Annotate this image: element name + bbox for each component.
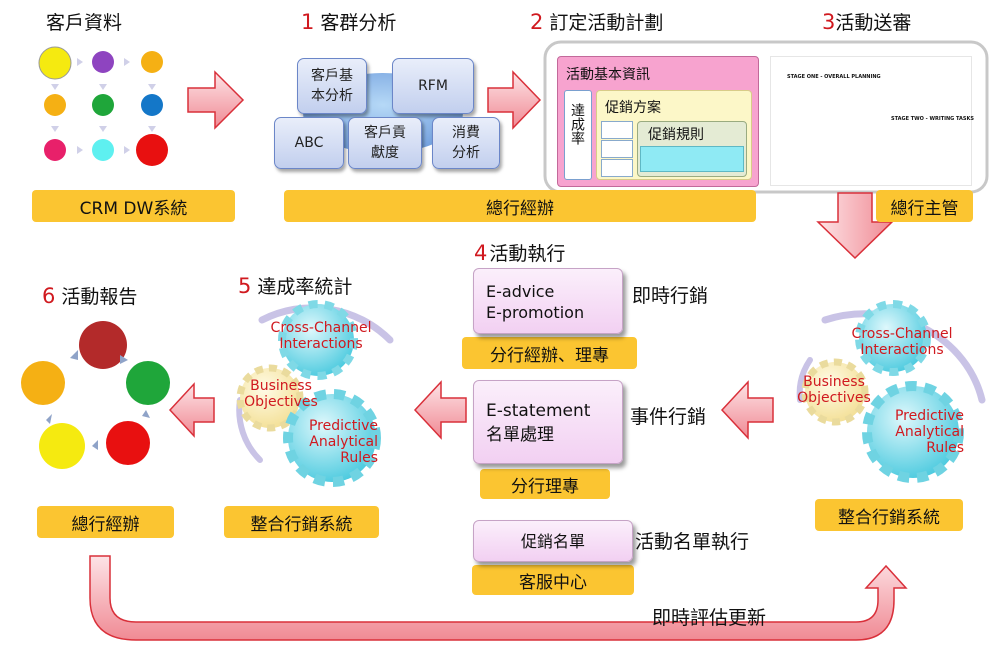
bar-branch-specialist: 分行理專 (480, 469, 610, 499)
bar-hq-handler-top: 總行經辦 (284, 190, 756, 222)
gear-icon (801, 358, 869, 426)
step3-number: 3 (822, 10, 836, 34)
gear-icon (862, 381, 964, 483)
report-dot-red (106, 421, 150, 465)
step2-label: 訂定活動計劃 (549, 12, 664, 34)
exec-realtime-label: 即時行銷 (632, 285, 709, 307)
gear-left-business: Business Objectives (244, 378, 318, 410)
plan-achievement-label: 達成率 (569, 103, 585, 145)
gear-cluster-right (796, 300, 986, 483)
dot-cyan (92, 139, 114, 161)
bar-crm-dw: CRM DW系統 (32, 190, 235, 222)
arrow-right-1 (187, 70, 245, 130)
review-document: STAGE ONE - OVERALL PLANNING STAGE TWO -… (770, 56, 974, 186)
report-dot-darkred (79, 321, 127, 369)
review-stage1-label: STAGE ONE - OVERALL PLANNING (787, 74, 881, 80)
seg-contribution: 客戶貢 獻度 (348, 117, 422, 169)
gear-cluster-left (236, 300, 394, 487)
step1-number: 1 (301, 10, 315, 34)
plan-rule-label: 促銷規則 (648, 127, 704, 143)
plan-slot (601, 159, 633, 177)
dot-pink (44, 139, 66, 161)
step1-label: 客群分析 (320, 12, 397, 34)
report-dot-orange (21, 361, 65, 405)
arrow-left-event (720, 380, 774, 440)
plan-promo-label: 促銷方案 (605, 100, 661, 116)
plan-container: 活動基本資訊 達成率 促銷方案 促銷規則 (557, 56, 759, 187)
exec-promo-list-box: 促銷名單 (473, 520, 633, 562)
bar-integrated-right: 整合行銷系統 (815, 499, 963, 531)
step3-title: 3活動送審 (822, 8, 911, 35)
customer-dots (38, 46, 168, 166)
arrow-down-supervisor (816, 192, 894, 260)
exec-eadvice-box: E-advice E-promotion (473, 268, 623, 334)
feedback-arrow (89, 555, 908, 641)
step5-label: 達成率統計 (257, 276, 353, 298)
customer-data-title: 客戶資料 (46, 12, 123, 34)
plan-promo-box: 促銷方案 促銷規則 (596, 90, 752, 180)
dot-purple (92, 51, 114, 73)
dot-red-large (136, 134, 168, 166)
plan-basic-info-label: 活動基本資訊 (566, 67, 650, 83)
plan-achievement-box: 達成率 (564, 90, 592, 180)
seg-consumption: 消費 分析 (432, 117, 500, 169)
review-stage2-label: STAGE TWO - WRITING TASKS (891, 116, 974, 122)
arrow-left-stats (413, 380, 467, 440)
gear-left-cross-channel: Cross-Channel Interactions (270, 320, 372, 352)
exec-event-label: 事件行銷 (630, 406, 707, 428)
step3-label: 活動送審 (835, 12, 912, 34)
bar-branch-handler: 分行經辦、理專 (462, 337, 637, 369)
exec-estatement-box: E-statement 名單處理 (473, 380, 623, 464)
step6-label: 活動報告 (61, 286, 138, 308)
bar-integrated-left: 整合行銷系統 (224, 506, 379, 538)
gear-left-predictive: Predictive Analytical Rules (308, 418, 378, 466)
gear-icon (855, 300, 931, 376)
exec-list-run-label: 活動名單執行 (635, 531, 750, 553)
dot-orange (44, 94, 66, 116)
plan-slot (601, 121, 633, 139)
plan-rule-field (640, 146, 744, 172)
dot-blue (141, 94, 163, 116)
gear-icon (236, 364, 304, 432)
step5-number: 5 (238, 274, 252, 298)
plan-slot (601, 140, 633, 158)
step2-number: 2 (530, 10, 544, 34)
plan-rule-box: 促銷規則 (637, 121, 747, 177)
gear-right-predictive: Predictive Analytical Rules (894, 408, 964, 456)
seg-abc: ABC (274, 117, 344, 169)
seg-rfm: RFM (392, 58, 474, 114)
step4-label: 活動執行 (489, 243, 566, 265)
feedback-label: 即時評估更新 (652, 607, 767, 629)
bar-hq-handler-bottom: 總行經辦 (37, 506, 174, 538)
bar-customer-service: 客服中心 (472, 565, 634, 595)
report-dot-yellow (39, 423, 85, 469)
step4-number: 4 (474, 241, 488, 265)
gear-icon (283, 389, 381, 487)
bar-hq-supervisor: 總行主管 (876, 190, 973, 222)
seg-basic-analysis: 客戶基 本分析 (297, 58, 367, 114)
gear-icon (278, 300, 358, 380)
arrow-right-2 (487, 70, 542, 130)
dot-orange-top (141, 51, 163, 73)
gear-right-cross-channel: Cross-Channel Interactions (851, 326, 953, 358)
arrow-left-report (168, 382, 215, 438)
gear-right-business: Business Objectives (797, 374, 871, 406)
report-dot-green (126, 361, 170, 405)
step6-number: 6 (42, 284, 56, 308)
dot-yellow-large (38, 46, 72, 80)
dot-green (92, 94, 114, 116)
plan-review-frame (543, 40, 989, 194)
report-cycle (21, 321, 170, 469)
